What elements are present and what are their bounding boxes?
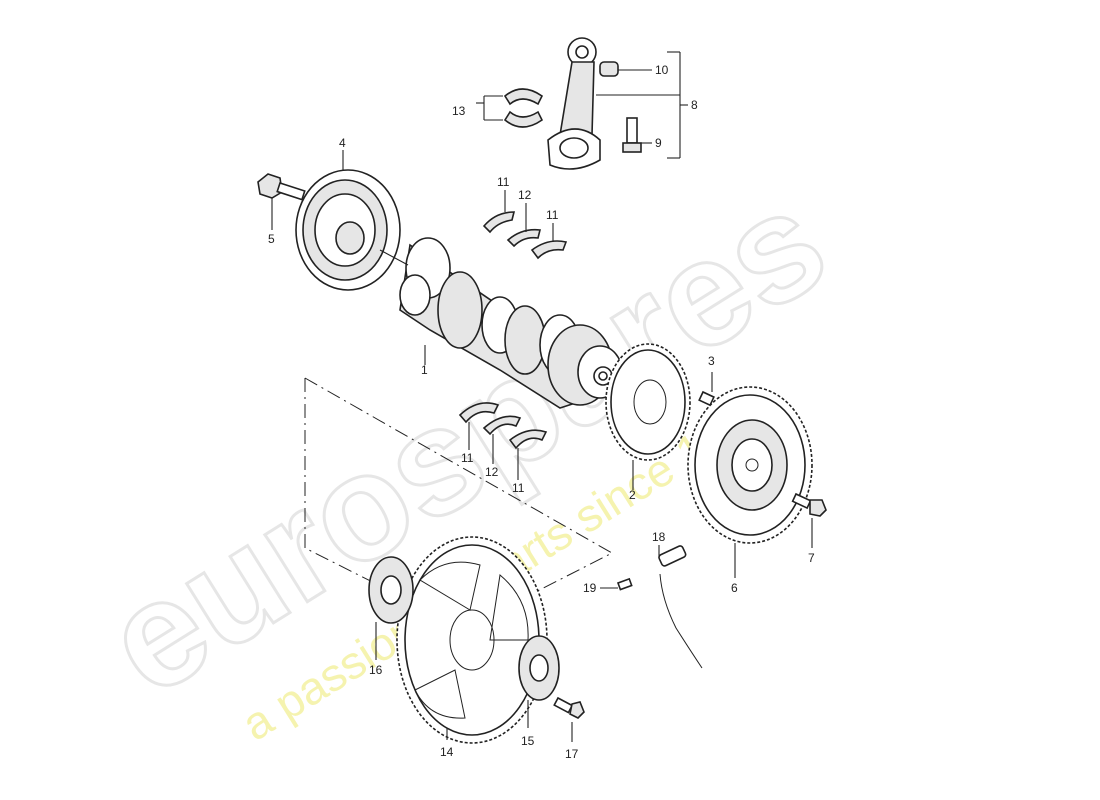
callout-9: 9 xyxy=(655,136,662,150)
bushing xyxy=(599,61,619,77)
callout-11-lower-left: 11 xyxy=(461,451,474,465)
callout-11-upper-right: 11 xyxy=(546,208,559,222)
connecting-rod xyxy=(547,37,601,170)
pulley-bolt xyxy=(257,173,306,201)
plate-bolt xyxy=(698,390,715,407)
rod-bolt xyxy=(622,117,642,153)
callout-12-lower: 12 xyxy=(485,465,499,479)
callout-16: 16 xyxy=(369,663,383,677)
flex-plate-bolt xyxy=(553,696,585,719)
rod-bearings xyxy=(503,88,544,128)
callout-labels: 1 2 3 4 5 6 7 8 9 10 11 12 11 13 11 12 1… xyxy=(268,63,815,761)
flywheel-bolt xyxy=(791,492,827,517)
callout-3: 3 xyxy=(708,354,715,368)
sensor-bolt xyxy=(616,577,633,591)
lower-bearings xyxy=(458,402,548,450)
callout-11-upper-left: 11 xyxy=(497,175,510,189)
callout-15: 15 xyxy=(521,734,535,748)
crank-sensor xyxy=(658,545,703,669)
pulley xyxy=(295,169,409,291)
callout-8: 8 xyxy=(691,98,698,112)
callout-19: 19 xyxy=(583,581,597,595)
callout-14: 14 xyxy=(440,745,454,759)
callout-4: 4 xyxy=(339,136,346,150)
spacer-disc-16 xyxy=(368,556,414,624)
callout-5: 5 xyxy=(268,232,275,246)
callout-2: 2 xyxy=(629,488,636,502)
callout-17: 17 xyxy=(565,747,579,761)
callout-1: 1 xyxy=(421,363,428,377)
drive-plate xyxy=(605,343,691,461)
callout-10: 10 xyxy=(655,63,669,77)
upper-bearings xyxy=(482,211,568,260)
callout-11-lower-right: 11 xyxy=(512,481,525,495)
callout-7: 7 xyxy=(808,551,815,565)
flywheel xyxy=(687,386,813,544)
flex-plate xyxy=(396,536,548,744)
spacer-disc-15 xyxy=(518,635,560,701)
callout-18: 18 xyxy=(652,530,666,544)
callout-13: 13 xyxy=(452,104,466,118)
leader-lines xyxy=(271,51,813,742)
callout-12-upper: 12 xyxy=(518,188,532,202)
crankshaft xyxy=(379,237,623,409)
callout-6: 6 xyxy=(731,581,738,595)
